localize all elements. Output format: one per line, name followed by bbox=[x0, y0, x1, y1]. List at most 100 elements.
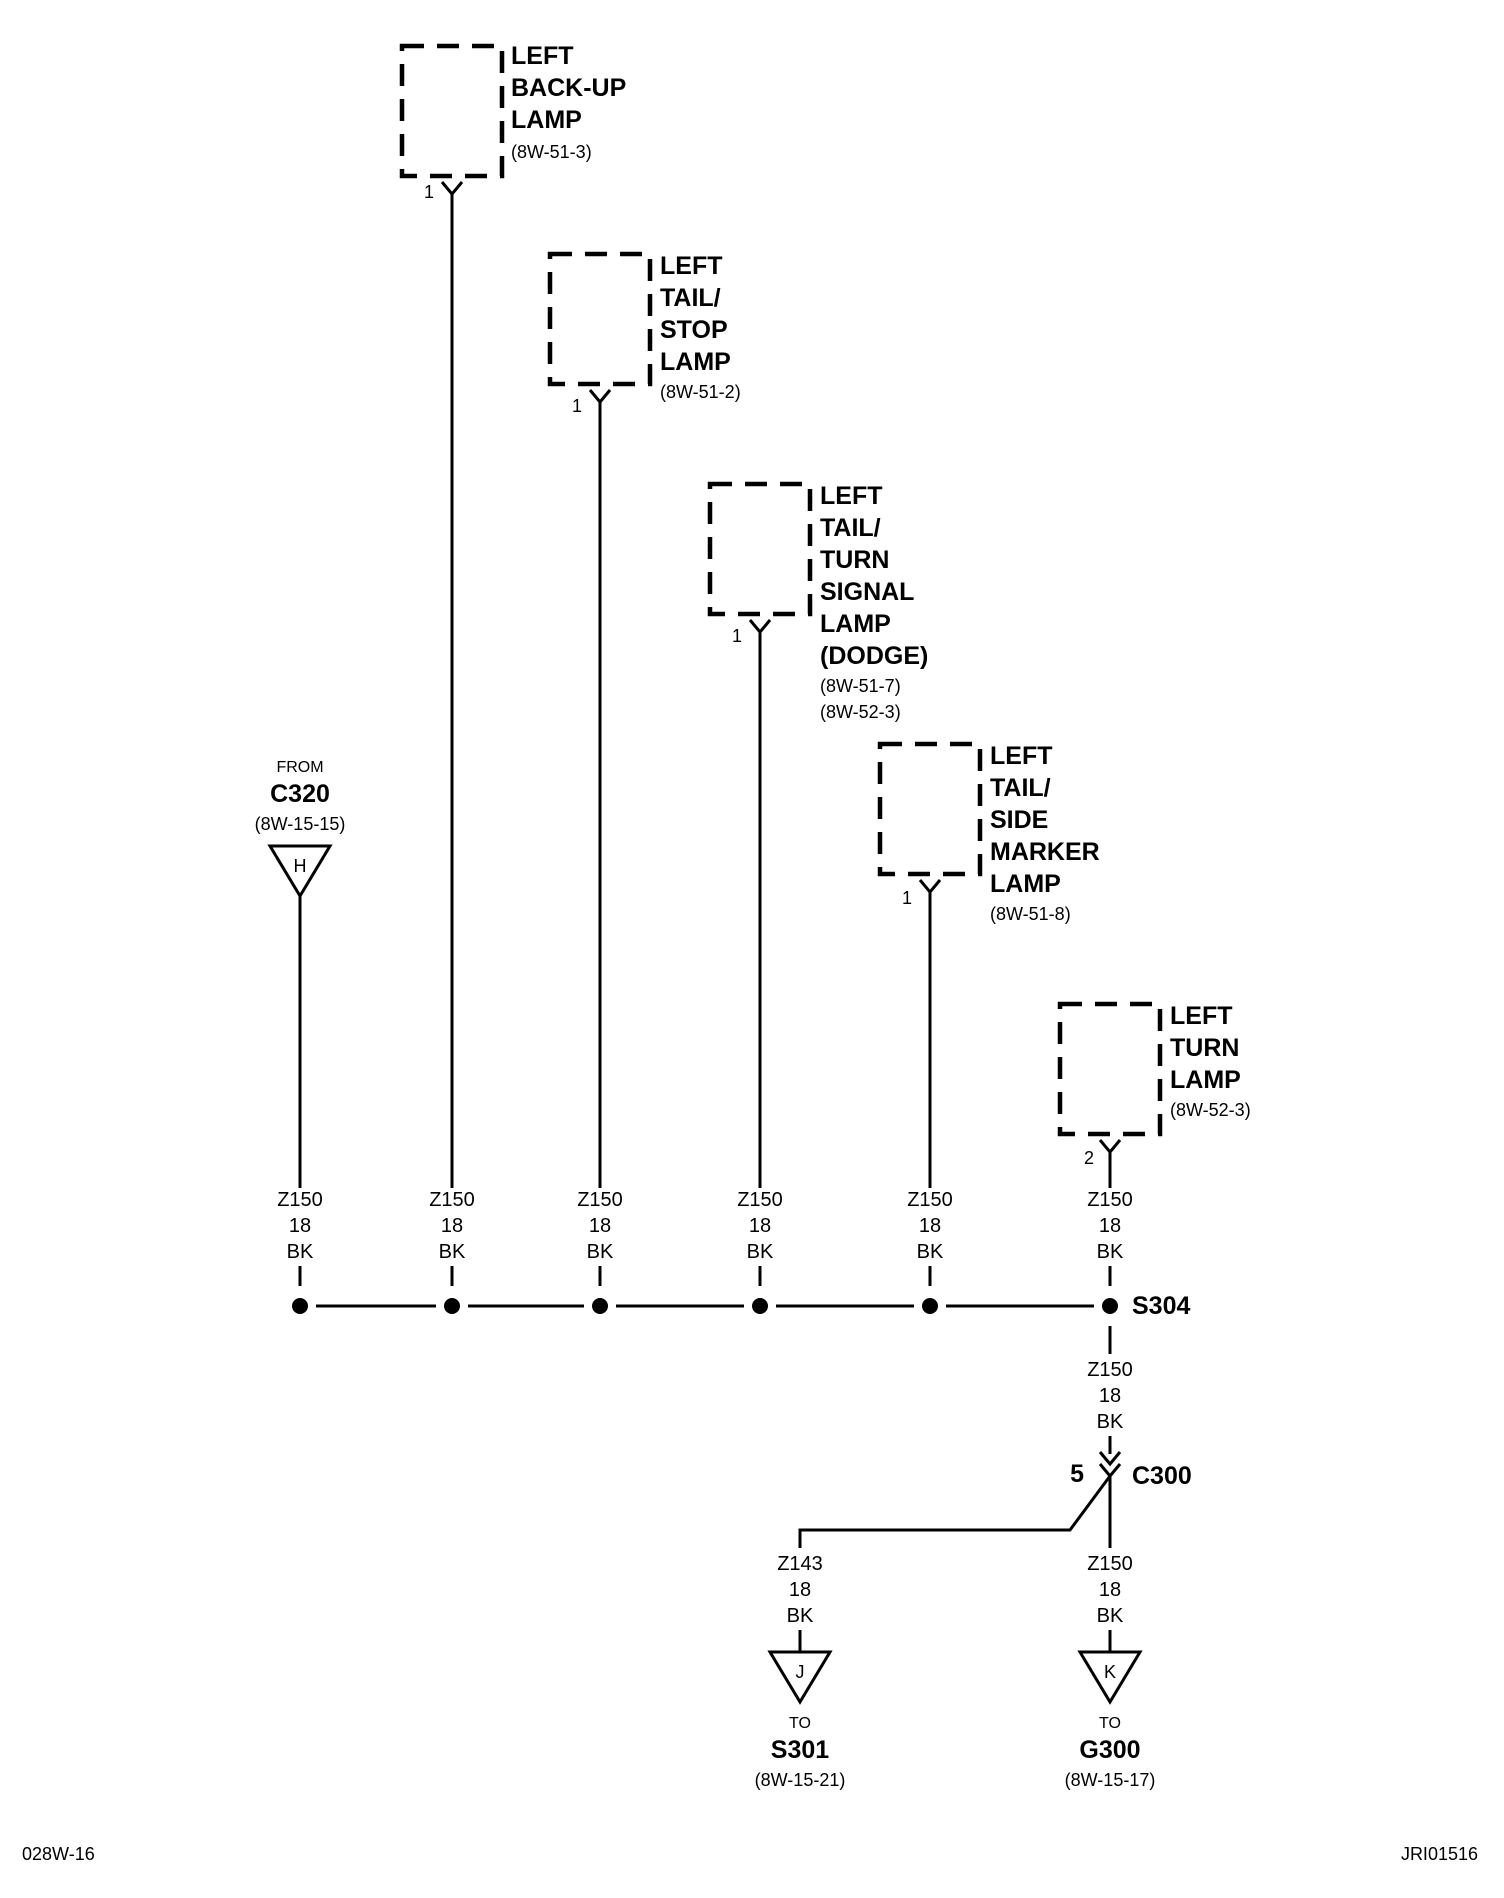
svg-text:18: 18 bbox=[919, 1215, 941, 1237]
svg-text:(8W-51-2): (8W-51-2) bbox=[660, 382, 741, 402]
svg-text:C320: C320 bbox=[270, 780, 330, 808]
svg-text:FROM: FROM bbox=[276, 759, 323, 776]
svg-text:18: 18 bbox=[749, 1215, 771, 1237]
wire-label: Z143 18 BK bbox=[777, 1553, 823, 1627]
c300-connector-icon bbox=[1098, 1451, 1122, 1479]
left-tail-side-marker-lamp-label: LEFT TAIL/ SIDE MARKER LAMP (8W-51-8) bbox=[990, 742, 1100, 924]
svg-text:(8W-15-15): (8W-15-15) bbox=[255, 814, 346, 834]
svg-text:2: 2 bbox=[1084, 1148, 1094, 1168]
svg-text:BK: BK bbox=[1097, 1605, 1124, 1627]
svg-text:LAMP: LAMP bbox=[1170, 1066, 1241, 1094]
svg-text:S301: S301 bbox=[771, 1736, 829, 1764]
svg-text:MARKER: MARKER bbox=[990, 838, 1100, 866]
svg-text:1: 1 bbox=[732, 626, 742, 646]
svg-text:STOP: STOP bbox=[660, 316, 728, 344]
svg-text:18: 18 bbox=[1099, 1215, 1121, 1237]
svg-text:BK: BK bbox=[587, 1241, 614, 1263]
svg-text:18: 18 bbox=[289, 1215, 311, 1237]
cavity-k-triangle-icon: K bbox=[1077, 1650, 1143, 1705]
svg-text:J: J bbox=[796, 1662, 805, 1682]
wire-label: Z150 18 BK bbox=[429, 1189, 475, 1263]
svg-text:(8W-52-3): (8W-52-3) bbox=[1170, 1100, 1251, 1120]
svg-text:BK: BK bbox=[287, 1241, 314, 1263]
c300-label: C300 bbox=[1132, 1462, 1192, 1490]
svg-text:Z143: Z143 bbox=[777, 1553, 823, 1575]
svg-text:TURN: TURN bbox=[1170, 1034, 1239, 1062]
svg-text:(DODGE): (DODGE) bbox=[820, 642, 928, 670]
svg-text:TAIL/: TAIL/ bbox=[990, 774, 1051, 802]
splice-dot bbox=[922, 1298, 938, 1314]
svg-text:Z150: Z150 bbox=[1087, 1189, 1133, 1211]
svg-text:LAMP: LAMP bbox=[511, 106, 582, 134]
left-tail-turn-signal-lamp-label: LEFT TAIL/ TURN SIGNAL LAMP (DODGE) (8W-… bbox=[820, 482, 928, 722]
svg-text:1: 1 bbox=[902, 888, 912, 908]
svg-text:LAMP: LAMP bbox=[820, 610, 891, 638]
svg-text:BK: BK bbox=[439, 1241, 466, 1263]
svg-text:(8W-51-3): (8W-51-3) bbox=[511, 142, 592, 162]
svg-text:18: 18 bbox=[1099, 1385, 1121, 1407]
svg-text:18: 18 bbox=[589, 1215, 611, 1237]
pin-connector-icon: 1 bbox=[424, 181, 464, 202]
svg-text:BK: BK bbox=[917, 1241, 944, 1263]
svg-text:LEFT: LEFT bbox=[820, 482, 883, 510]
svg-text:Z150: Z150 bbox=[429, 1189, 475, 1211]
svg-text:G300: G300 bbox=[1079, 1736, 1140, 1764]
svg-text:(8W-15-17): (8W-15-17) bbox=[1065, 1770, 1156, 1790]
svg-text:Z150: Z150 bbox=[737, 1189, 783, 1211]
svg-text:BK: BK bbox=[747, 1241, 774, 1263]
svg-text:BK: BK bbox=[1097, 1241, 1124, 1263]
pin-connector-icon: 1 bbox=[732, 619, 772, 646]
svg-text:Z150: Z150 bbox=[907, 1189, 953, 1211]
svg-text:(8W-51-8): (8W-51-8) bbox=[990, 904, 1071, 924]
svg-text:18: 18 bbox=[789, 1579, 811, 1601]
pin-connector-icon: 1 bbox=[572, 389, 612, 416]
wire-label: Z150 18 BK bbox=[1087, 1553, 1133, 1627]
svg-text:K: K bbox=[1104, 1662, 1116, 1682]
pin-connector-icon: 2 bbox=[1084, 1139, 1122, 1168]
cavity-h-triangle-icon: H bbox=[267, 844, 333, 899]
left-turn-lamp-box bbox=[1057, 1001, 1163, 1137]
figure-code-right: JRI01516 bbox=[1401, 1844, 1478, 1864]
c300-pin-number: 5 bbox=[1070, 1460, 1084, 1488]
svg-text:1: 1 bbox=[424, 182, 434, 202]
left-tail-stop-lamp-label: LEFT TAIL/ STOP LAMP (8W-51-2) bbox=[660, 252, 741, 402]
svg-text:(8W-51-7): (8W-51-7) bbox=[820, 676, 901, 696]
svg-text:TURN: TURN bbox=[820, 546, 889, 574]
svg-text:TO: TO bbox=[789, 1715, 811, 1732]
left-turn-lamp-label: LEFT TURN LAMP (8W-52-3) bbox=[1170, 1002, 1251, 1120]
svg-text:SIGNAL: SIGNAL bbox=[820, 578, 914, 606]
wire-to-s301 bbox=[798, 1475, 1112, 1548]
svg-text:TAIL/: TAIL/ bbox=[820, 514, 881, 542]
left-tail-turn-signal-lamp-box bbox=[707, 481, 813, 617]
wire-label: Z150 18 BK bbox=[1087, 1359, 1133, 1433]
svg-text:TAIL/: TAIL/ bbox=[660, 284, 721, 312]
svg-text:LAMP: LAMP bbox=[660, 348, 731, 376]
svg-text:LAMP: LAMP bbox=[990, 870, 1061, 898]
splice-label: S304 bbox=[1132, 1292, 1190, 1320]
svg-text:TO: TO bbox=[1099, 1715, 1121, 1732]
from-c320-label: FROM C320 (8W-15-15) bbox=[255, 759, 346, 834]
svg-text:Z150: Z150 bbox=[1087, 1359, 1133, 1381]
wire-label: Z150 18 BK bbox=[907, 1189, 953, 1263]
cavity-j-triangle-icon: J bbox=[767, 1650, 833, 1705]
svg-text:H: H bbox=[294, 856, 307, 876]
svg-text:LEFT: LEFT bbox=[990, 742, 1053, 770]
svg-text:BACK-UP: BACK-UP bbox=[511, 74, 626, 102]
svg-text:1: 1 bbox=[572, 396, 582, 416]
svg-text:Z150: Z150 bbox=[577, 1189, 623, 1211]
splice-dot bbox=[592, 1298, 608, 1314]
wire-label: Z150 18 BK bbox=[577, 1189, 623, 1263]
pin-connector-icon: 1 bbox=[902, 879, 942, 908]
svg-text:(8W-52-3): (8W-52-3) bbox=[820, 702, 901, 722]
to-g300-label: TO G300 (8W-15-17) bbox=[1065, 1715, 1156, 1790]
svg-text:Z150: Z150 bbox=[277, 1189, 323, 1211]
splice-dot bbox=[292, 1298, 308, 1314]
left-tail-side-marker-lamp-box bbox=[877, 741, 983, 877]
svg-text:LEFT: LEFT bbox=[1170, 1002, 1233, 1030]
svg-text:SIDE: SIDE bbox=[990, 806, 1048, 834]
wire-label: Z150 18 BK bbox=[277, 1189, 323, 1263]
svg-text:BK: BK bbox=[787, 1605, 814, 1627]
splice-dot bbox=[752, 1298, 768, 1314]
svg-text:18: 18 bbox=[441, 1215, 463, 1237]
